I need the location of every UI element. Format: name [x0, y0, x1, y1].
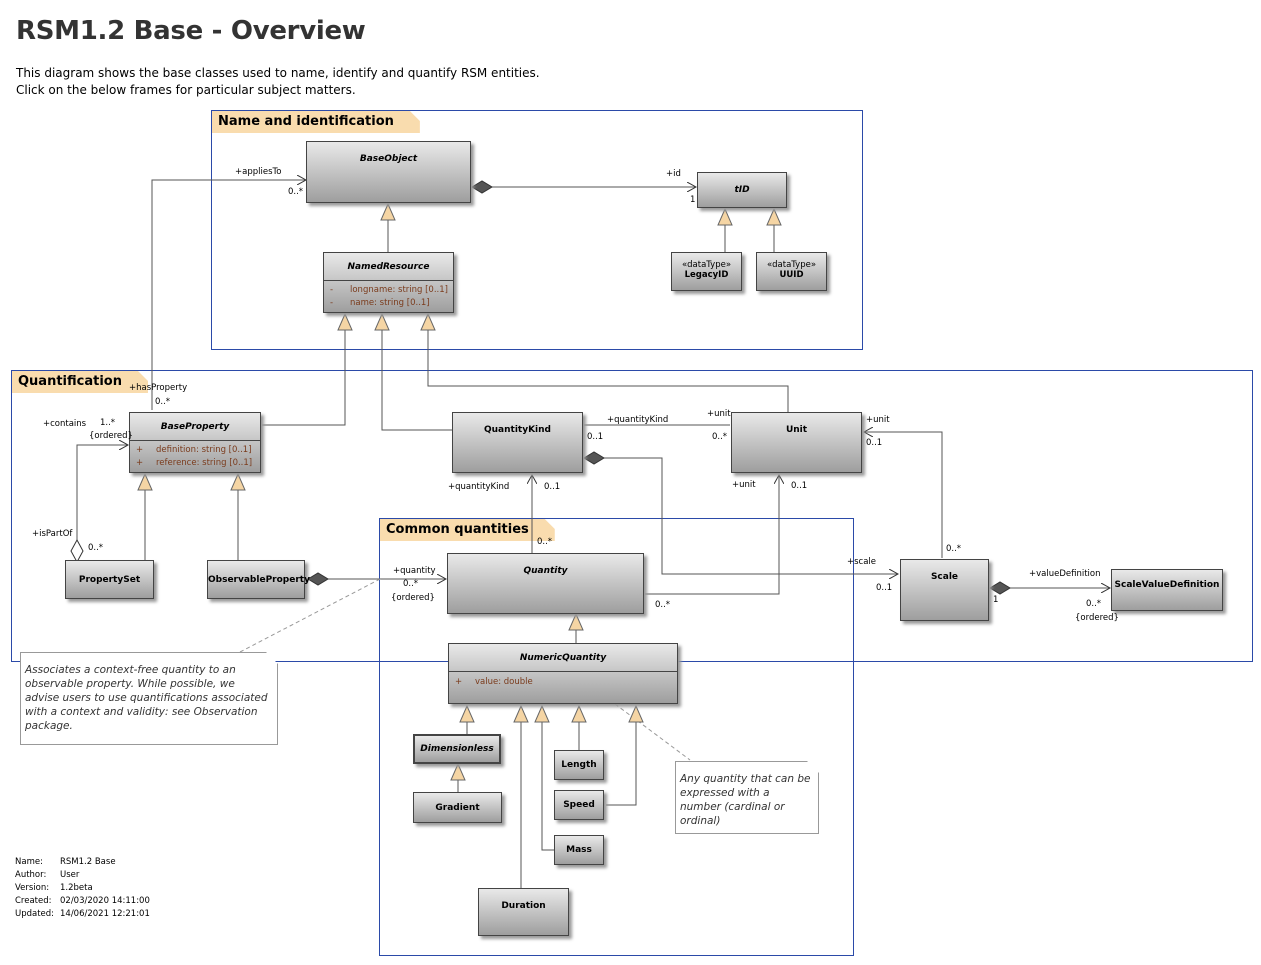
multiplicity-unit-quantity-kind: 0..*: [712, 432, 728, 442]
page-title: RSM1.2 Base - Overview: [16, 16, 366, 46]
multiplicity-quantity-quantity-kind: 0..1: [544, 482, 561, 492]
class-name: BaseObject: [359, 154, 418, 164]
class-legacy-id[interactable]: «dataType» LegacyID: [671, 252, 742, 291]
class-base-object[interactable]: BaseObject: [306, 141, 471, 203]
multiplicity-applies-to: 0..*: [288, 187, 304, 197]
class-name: LegacyID: [684, 270, 729, 280]
class-name: Mass: [566, 845, 592, 855]
class-name: Duration: [501, 901, 546, 911]
class-name: BaseProperty: [130, 413, 260, 441]
class-name: Length: [561, 760, 597, 770]
multiplicity-scale: 0..1: [876, 583, 893, 593]
multiplicity-quantity: 0..*: [403, 579, 419, 589]
role-quantity-quantity-kind: +quantityKind: [448, 482, 510, 492]
class-name: UUID: [779, 270, 804, 280]
class-base-property[interactable]: BaseProperty +definition: string [0..1] …: [129, 412, 261, 473]
class-name: Dimensionless: [420, 744, 494, 754]
class-gradient[interactable]: Gradient: [413, 792, 502, 823]
role-quantity-kind-unit: +quantityKind: [607, 415, 669, 425]
role-contains: +contains: [43, 419, 87, 429]
class-name: ObservableProperty: [208, 574, 310, 585]
note-observable-property[interactable]: Associates a context-free quantity to an…: [20, 652, 278, 745]
class-name: ScaleValueDefinition: [1114, 580, 1220, 590]
multiplicity-contains: 1..*: [100, 418, 116, 428]
diagram-metadata: Name:RSM1.2 Base Author:User Version:1.2…: [15, 856, 150, 921]
role-quantity-unit: +unit: [732, 480, 756, 490]
class-scale[interactable]: Scale: [900, 559, 989, 621]
multiplicity-quantity-unit-end: 0..*: [655, 600, 671, 610]
class-unit[interactable]: Unit: [731, 412, 862, 473]
constraint-value-definition-ordered: {ordered}: [1075, 613, 1119, 623]
role-value-definition: +valueDefinition: [1029, 569, 1101, 579]
frame-name-identification[interactable]: Name and identification: [211, 110, 863, 350]
class-quantity-kind[interactable]: QuantityKind: [452, 412, 583, 473]
role-is-part-of: +isPartOf: [32, 529, 73, 539]
role-id: +id: [666, 169, 681, 179]
class-property-set[interactable]: PropertySet: [65, 560, 154, 599]
class-name: Scale: [930, 572, 959, 582]
multiplicity-has-property: 0..*: [155, 397, 171, 407]
class-duration[interactable]: Duration: [478, 888, 569, 936]
multiplicity-scale-unit-end: 0..*: [946, 544, 962, 554]
class-observable-property[interactable]: ObservableProperty: [207, 560, 310, 599]
class-name: NamedResource: [324, 253, 453, 281]
stereotype-label: «dataType»: [766, 260, 817, 270]
description-line-1: This diagram shows the base classes used…: [16, 66, 540, 80]
role-has-property: +hasProperty: [129, 383, 188, 393]
constraint-quantity-ordered: {ordered}: [391, 593, 435, 603]
multiplicity-value-definition-one: 1: [993, 595, 999, 605]
class-mass[interactable]: Mass: [554, 835, 604, 865]
class-length[interactable]: Length: [554, 750, 604, 780]
class-scale-value-definition[interactable]: ScaleValueDefinition: [1111, 569, 1223, 611]
stereotype-label: «dataType»: [681, 260, 732, 270]
multiplicity-is-part-of: 0..*: [88, 543, 104, 553]
attribute-name: -name: string [0..1]: [330, 298, 430, 308]
note-numeric-quantity[interactable]: Any quantity that can be expressed with …: [675, 761, 819, 834]
description-line-2: Click on the below frames for particular…: [16, 83, 356, 97]
class-numeric-quantity[interactable]: NumericQuantity +value: double: [448, 643, 678, 704]
role-unit-quantity-kind: +unit: [707, 409, 731, 419]
class-name: tID: [734, 185, 750, 195]
frame-tab-label: Common quantities: [380, 519, 555, 541]
frame-tab-label: Quantification: [12, 371, 148, 393]
role-scale-unit: +unit: [866, 415, 890, 425]
metadata-row: Version:1.2beta: [15, 883, 93, 893]
class-name: PropertySet: [78, 574, 141, 585]
metadata-row: Created:02/03/2020 14:11:00: [15, 896, 150, 906]
frame-tab-label: Name and identification: [212, 111, 420, 133]
class-tid[interactable]: tID: [697, 172, 787, 208]
class-dimensionless[interactable]: Dimensionless: [413, 734, 501, 764]
metadata-row: Updated:14/06/2021 12:21:01: [15, 909, 150, 919]
attribute-reference: +reference: string [0..1]: [136, 458, 253, 468]
multiplicity-value-definition: 0..*: [1086, 599, 1102, 609]
class-uuid[interactable]: «dataType» UUID: [756, 252, 827, 291]
multiplicity-quantity-unit: 0..1: [791, 481, 808, 491]
class-quantity[interactable]: Quantity: [447, 553, 644, 614]
class-named-resource[interactable]: NamedResource -longname: string [0..1] -…: [323, 252, 454, 313]
multiplicity-id: 1: [690, 195, 696, 205]
multiplicity-quantity-from-kind: 0..*: [537, 537, 553, 547]
constraint-contains-ordered: {ordered}: [89, 431, 133, 441]
class-name: NumericQuantity: [449, 644, 677, 672]
metadata-row: Author:User: [15, 870, 80, 880]
class-speed[interactable]: Speed: [554, 790, 604, 820]
role-quantity: +quantity: [393, 566, 436, 576]
metadata-row: Name:RSM1.2 Base: [15, 857, 116, 867]
class-name: QuantityKind: [483, 425, 551, 435]
role-scale: +scale: [847, 557, 877, 567]
frame-common-quantities[interactable]: Common quantities: [379, 518, 854, 956]
attribute-longname: -longname: string [0..1]: [330, 285, 448, 295]
class-name: Gradient: [435, 802, 480, 813]
attribute-definition: +definition: string [0..1]: [136, 445, 252, 455]
class-name: Speed: [563, 800, 595, 810]
class-name: Quantity: [523, 566, 568, 576]
role-applies-to: +appliesTo: [235, 167, 282, 177]
attribute-value: +value: double: [455, 677, 533, 687]
multiplicity-scale-unit: 0..1: [866, 438, 883, 448]
multiplicity-quantity-kind-unit: 0..1: [587, 432, 604, 442]
class-name: Unit: [785, 425, 808, 435]
